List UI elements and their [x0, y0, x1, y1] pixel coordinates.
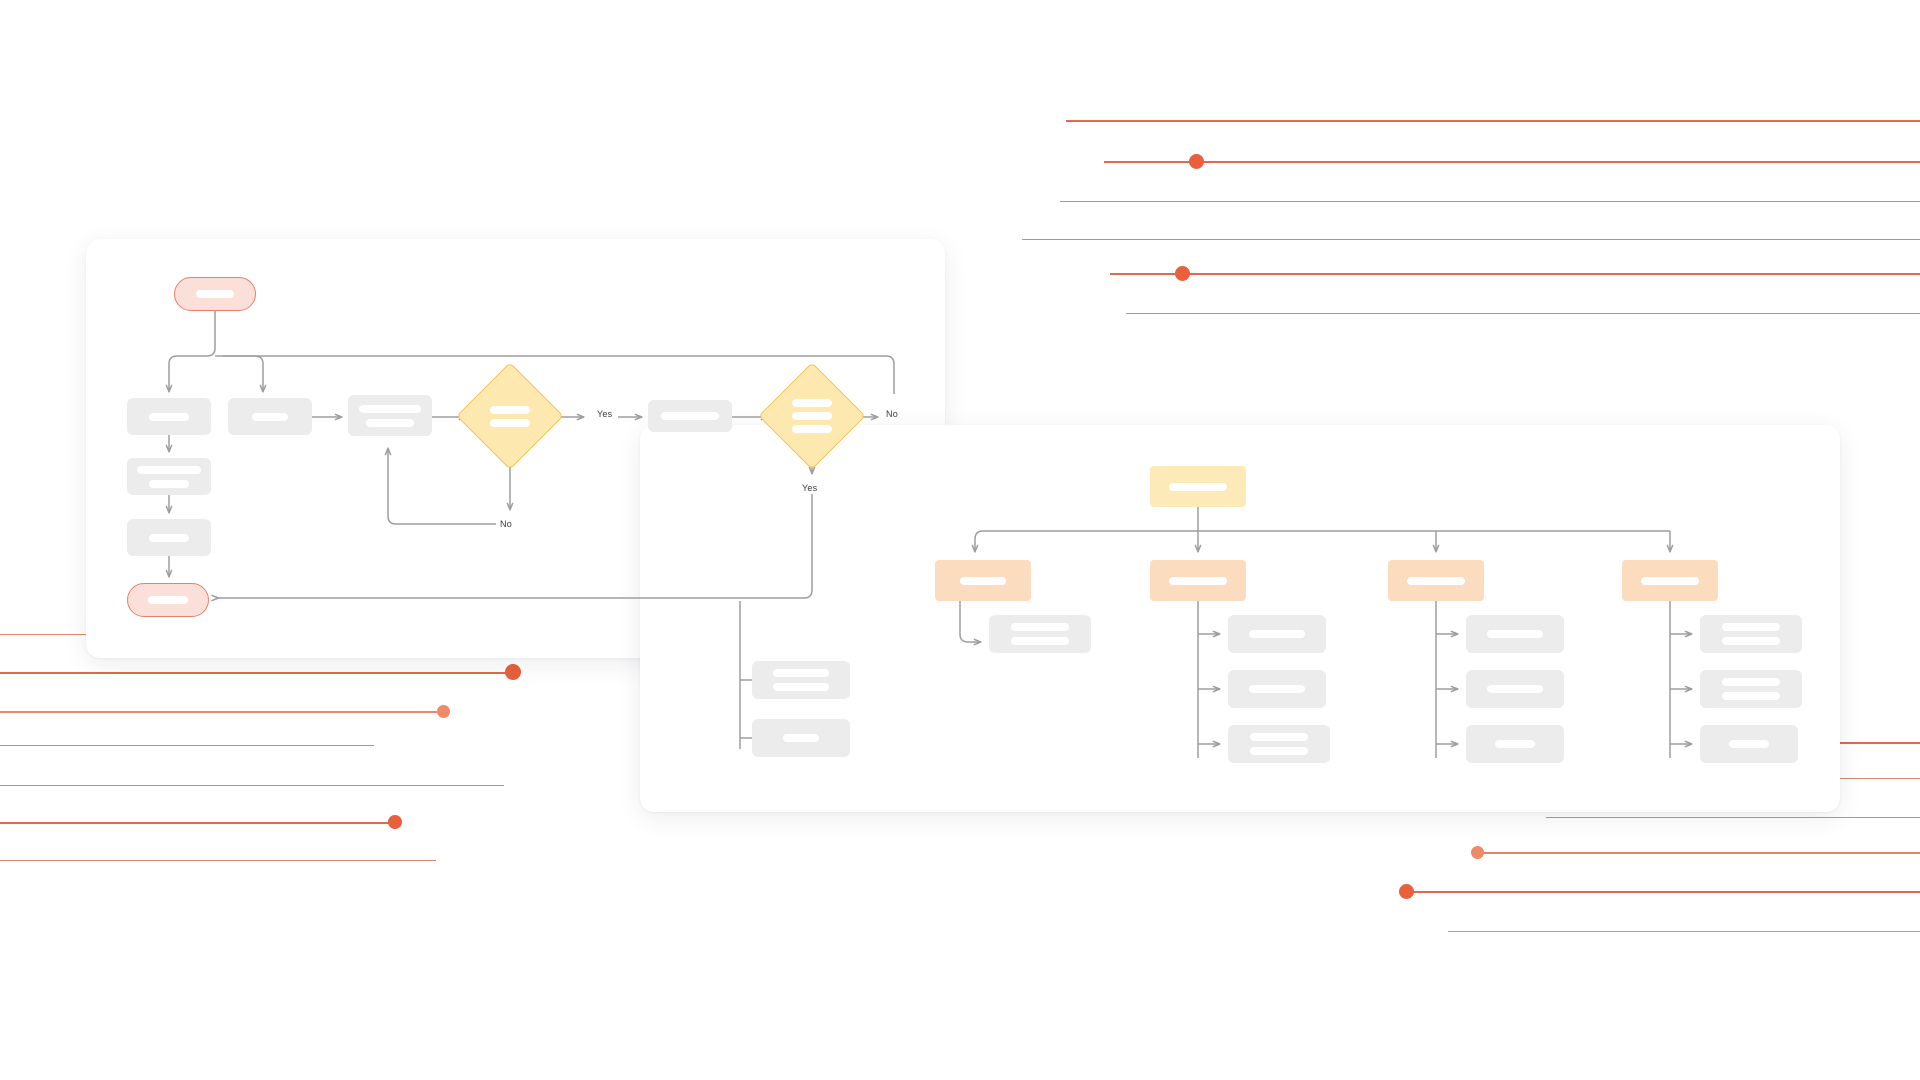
- diagram-node-branch-2[interactable]: [1150, 560, 1246, 601]
- decorative-line: [1066, 120, 1920, 122]
- placeholder-bar: [1169, 576, 1227, 585]
- placeholder-bar: [773, 669, 829, 677]
- placeholder-bar: [490, 418, 530, 427]
- diagram-node-step-b2[interactable]: [348, 395, 432, 436]
- placeholder-bar: [490, 405, 530, 414]
- placeholder-bar: [792, 399, 832, 407]
- diagram-node-step-a1[interactable]: [127, 398, 211, 435]
- diagram-node-step-a2[interactable]: [127, 458, 211, 495]
- placeholder-bar: [1722, 678, 1780, 686]
- placeholder-bar: [149, 412, 189, 421]
- diagram-node-step-a3[interactable]: [127, 519, 211, 556]
- diagram-node-step-b1[interactable]: [228, 398, 312, 435]
- placeholder-bar: [1169, 482, 1227, 491]
- diagram-node-leaf-3-3[interactable]: [1466, 725, 1564, 763]
- decorative-dot: [1188, 153, 1204, 169]
- placeholder-bar: [148, 596, 188, 604]
- diagram-node-leaf-3-2[interactable]: [1466, 670, 1564, 708]
- edge-label-d2-no: No: [886, 409, 898, 419]
- diagram-node-branch-3[interactable]: [1388, 560, 1484, 601]
- placeholder-bar: [252, 412, 288, 421]
- decorative-dot: [1398, 883, 1414, 899]
- placeholder-bar: [773, 683, 829, 691]
- decorative-line: [1110, 273, 1920, 275]
- placeholder-bar: [661, 412, 719, 420]
- decorative-line: [1022, 239, 1920, 240]
- placeholder-bar: [1641, 576, 1699, 585]
- diagram-node-branch-1[interactable]: [935, 560, 1031, 601]
- placeholder-bar: [1407, 576, 1465, 585]
- edge-label-d1-no: No: [500, 519, 512, 529]
- diagram-node-end[interactable]: [127, 583, 209, 617]
- diagram-node-leaf-2-2[interactable]: [1228, 670, 1326, 708]
- placeholder-bar: [783, 734, 819, 742]
- placeholder-bar: [1729, 740, 1769, 748]
- decorative-line: [1448, 931, 1920, 932]
- decorative-dot: [1174, 265, 1190, 281]
- decorative-line: [0, 672, 516, 674]
- diagram-node-leaf-0-1[interactable]: [752, 661, 850, 699]
- diagram-node-leaf-4-1[interactable]: [1700, 615, 1802, 653]
- placeholder-bar: [1722, 623, 1780, 631]
- decorative-line: [1060, 201, 1920, 202]
- decorative-line: [1546, 817, 1920, 818]
- decorative-line: [0, 860, 436, 861]
- decorative-line: [0, 822, 390, 824]
- decorative-dot: [505, 664, 521, 680]
- decorative-line: [0, 785, 504, 786]
- diagram-node-step-c1[interactable]: [648, 400, 732, 432]
- decorative-dot: [388, 815, 402, 829]
- placeholder-bar: [1249, 630, 1305, 638]
- decorative-dot: [1470, 845, 1484, 859]
- edge-label-d2-yes: Yes: [802, 483, 818, 493]
- diagram-node-leaf-1-1[interactable]: [989, 615, 1091, 653]
- placeholder-bar: [792, 412, 832, 420]
- decorative-line: [0, 711, 442, 713]
- diagram-node-leaf-3-1[interactable]: [1466, 615, 1564, 653]
- placeholder-bar: [960, 576, 1006, 585]
- placeholder-bar: [196, 290, 234, 298]
- placeholder-bar: [1249, 685, 1305, 693]
- diagram-node-branch-4[interactable]: [1622, 560, 1718, 601]
- placeholder-bar: [1250, 733, 1308, 741]
- placeholder-bar: [792, 425, 832, 433]
- placeholder-bar: [1011, 623, 1069, 631]
- diagram-node-root[interactable]: [1150, 466, 1246, 507]
- decorative-line: [0, 745, 374, 746]
- placeholder-bar: [1487, 685, 1543, 693]
- diagram-node-leaf-4-2[interactable]: [1700, 670, 1802, 708]
- placeholder-bar: [1487, 630, 1543, 638]
- diagram-node-leaf-0-2[interactable]: [752, 719, 850, 757]
- diagram-node-start[interactable]: [174, 277, 256, 311]
- decision-node-content: [775, 379, 849, 453]
- placeholder-bar: [149, 479, 189, 488]
- decorative-dot: [436, 704, 450, 718]
- decorative-line: [1126, 313, 1920, 314]
- decision-node-content: [473, 379, 547, 453]
- diagram-node-leaf-2-1[interactable]: [1228, 615, 1326, 653]
- placeholder-bar: [1495, 740, 1535, 748]
- decorative-line: [1478, 852, 1920, 854]
- placeholder-bar: [366, 418, 414, 427]
- decorative-line: [1104, 161, 1920, 163]
- placeholder-bar: [149, 533, 189, 542]
- placeholder-bar: [1722, 692, 1780, 700]
- diagram-node-leaf-2-3[interactable]: [1228, 725, 1330, 763]
- placeholder-bar: [1250, 747, 1308, 755]
- placeholder-bar: [137, 465, 201, 474]
- diagram-node-leaf-4-3[interactable]: [1700, 725, 1798, 763]
- placeholder-bar: [1722, 637, 1780, 645]
- placeholder-bar: [1011, 637, 1069, 645]
- edge-label-d1-yes: Yes: [597, 409, 613, 419]
- placeholder-bar: [359, 404, 421, 413]
- decorative-line: [1406, 891, 1920, 893]
